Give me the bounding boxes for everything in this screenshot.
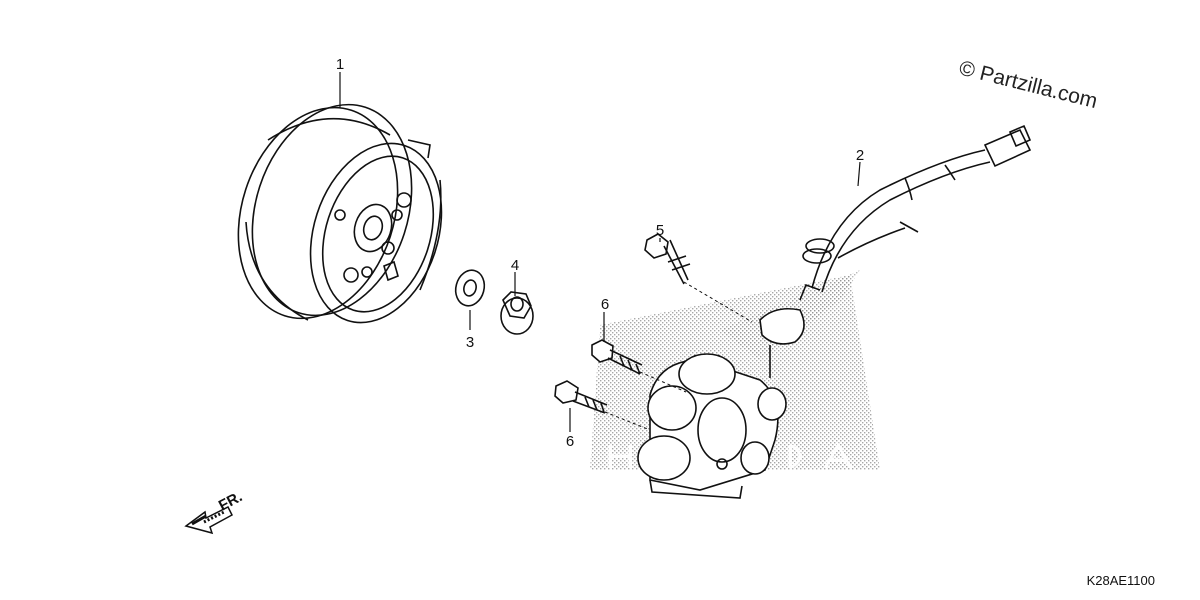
callout-6-upper: 6 [601,296,609,313]
callout-6-lower: 6 [566,433,574,450]
assembly-dash-lines [604,281,753,431]
washer [454,269,486,307]
flange-nut [500,291,534,335]
watermark: © Partzilla.com [957,57,1100,114]
front-direction-arrow-icon [184,505,233,535]
leader-lines [339,72,861,432]
bolt-5 [644,233,691,285]
callout-1: 1 [336,56,344,73]
stator-assembly [637,124,1032,499]
callout-4: 4 [511,257,519,274]
bolt-6-lower [554,380,608,414]
callout-2: 2 [856,147,864,164]
diagram-code: K28AE1100 [1087,573,1155,588]
flywheel-rotor [237,103,443,324]
callout-5: 5 [656,222,664,239]
bolt-6-upper [591,339,643,375]
callout-3: 3 [466,334,474,351]
